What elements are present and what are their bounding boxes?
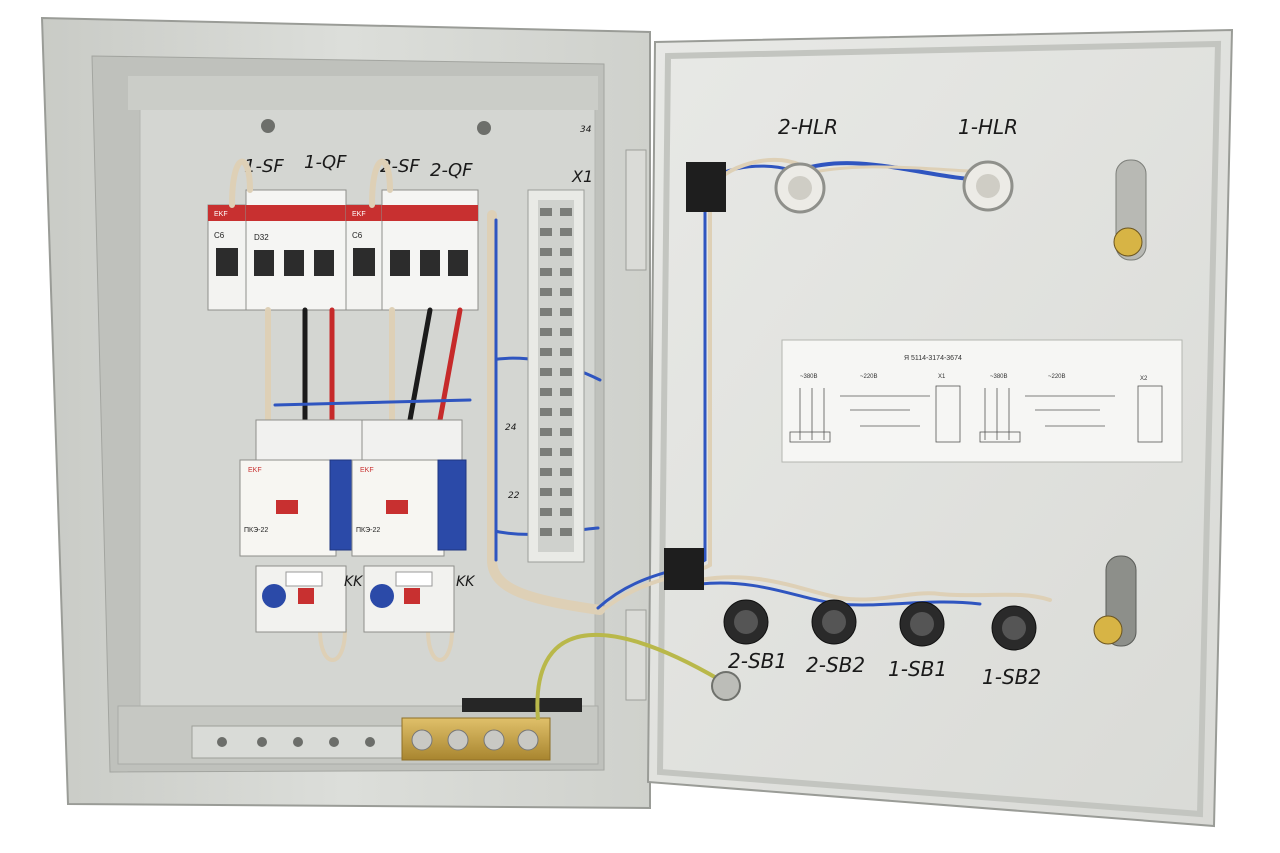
svg-text:~380В: ~380В bbox=[800, 374, 818, 380]
cable-gland-bottom bbox=[664, 548, 704, 590]
ground-wire bbox=[535, 632, 722, 721]
svg-text:C6: C6 bbox=[352, 231, 363, 240]
svg-text:D32: D32 bbox=[254, 233, 269, 242]
circuit-breakers: C6 D32 C6 EKF EKF 1-SF bbox=[207, 152, 479, 311]
cable-gland-top bbox=[686, 162, 726, 212]
cabinet-number: 34 bbox=[580, 125, 592, 135]
svg-text:~380В: ~380В bbox=[990, 374, 1008, 380]
svg-text:EKF: EKF bbox=[360, 467, 374, 474]
svg-text:X2: X2 bbox=[1140, 376, 1148, 382]
label-2sb2: 2-SB2 bbox=[806, 653, 865, 677]
push-buttons: 2-SB1 2-SB2 1-SB1 1-SB2 bbox=[723, 599, 1041, 689]
label-1qf: 1-QF bbox=[304, 152, 347, 173]
breaker-2sf[interactable]: C6 bbox=[345, 204, 383, 311]
button-2sb2[interactable] bbox=[811, 599, 857, 645]
mounting-screw bbox=[477, 121, 491, 135]
contactor-left[interactable]: ПКЭ-22 EKF bbox=[239, 419, 363, 557]
schematic-title: Я 5114-3174-3674 bbox=[904, 355, 962, 362]
svg-text:~220В: ~220В bbox=[1048, 374, 1066, 380]
breaker-1sf[interactable]: C6 bbox=[207, 204, 247, 311]
brand-label: EKF bbox=[352, 211, 366, 218]
svg-text:C6: C6 bbox=[214, 231, 225, 240]
brand-label: EKF bbox=[214, 211, 228, 218]
label-1hlr: 1-HLR bbox=[958, 115, 1018, 139]
button-1sb2[interactable] bbox=[991, 605, 1037, 651]
label-1sb2: 1-SB2 bbox=[982, 665, 1041, 689]
svg-text:EKF: EKF bbox=[248, 467, 262, 474]
thermal-relay-left[interactable] bbox=[255, 565, 347, 633]
label-x1: X1 bbox=[571, 167, 593, 186]
thermal-relays: KK KK bbox=[255, 565, 476, 633]
label-1sb1: 1-SB1 bbox=[888, 657, 947, 681]
svg-text:ПКЭ-22: ПКЭ-22 bbox=[244, 527, 268, 534]
label-2hlr: 2-HLR bbox=[778, 115, 838, 139]
terminal-block-x1: X1 24 22 bbox=[505, 167, 593, 563]
lamp-2hlr[interactable] bbox=[774, 162, 826, 214]
door-ground-stud bbox=[711, 671, 741, 701]
button-2sb1[interactable] bbox=[723, 599, 769, 645]
label-kk-right: KK bbox=[456, 574, 476, 590]
wiring-schematic-sheet: Я 5114-3174-3674 ~380В ~220В ~380В ~220В… bbox=[781, 339, 1183, 463]
breaker-2qf[interactable] bbox=[381, 189, 479, 311]
contactor-right[interactable]: ПКЭ-22 EKF bbox=[351, 419, 467, 557]
lamp-1hlr[interactable] bbox=[962, 160, 1014, 212]
breaker-1qf[interactable]: D32 bbox=[245, 189, 347, 311]
door-lock-top[interactable] bbox=[1113, 159, 1147, 261]
ground-bus bbox=[191, 698, 582, 761]
label-2sb1: 2-SB1 bbox=[728, 649, 787, 673]
wire-mark-22: 22 bbox=[508, 491, 520, 501]
contactors: ПКЭ-22 EKF ПКЭ-22 EKF bbox=[239, 419, 467, 557]
svg-text:~220В: ~220В bbox=[860, 374, 878, 380]
svg-text:ПКЭ-22: ПКЭ-22 bbox=[356, 527, 380, 534]
indicator-lamps: 2-HLR 1-HLR bbox=[774, 115, 1018, 214]
label-1sf: 1-SF bbox=[244, 156, 284, 177]
thermal-relay-right[interactable] bbox=[363, 565, 455, 633]
button-1sb1[interactable] bbox=[899, 601, 945, 647]
wire-mark-24: 24 bbox=[505, 423, 517, 433]
mounting-screw bbox=[261, 119, 275, 133]
internal-wiring bbox=[229, 158, 605, 662]
label-kk-left: KK bbox=[344, 574, 364, 590]
svg-text:X1: X1 bbox=[938, 374, 946, 380]
door-hinge bbox=[625, 149, 647, 701]
label-2qf: 2-QF bbox=[430, 160, 473, 181]
door-lock-bottom[interactable] bbox=[1093, 555, 1137, 647]
